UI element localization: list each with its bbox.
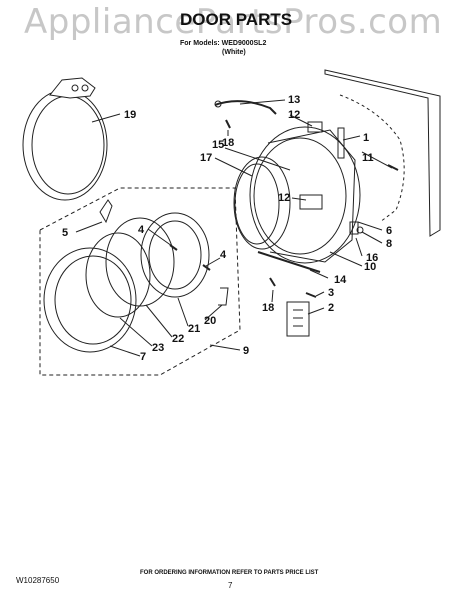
callout-17: 17 xyxy=(200,152,212,164)
part-22-glass xyxy=(105,217,175,307)
callout-3: 3 xyxy=(328,287,334,299)
callout-10: 10 xyxy=(364,261,376,273)
callout-18-bottom: 18 xyxy=(262,302,274,314)
callout-18-top: 18 xyxy=(222,137,234,149)
part-1-bracket xyxy=(337,127,345,159)
color-line: (White) xyxy=(222,49,246,56)
cabinet-front-panel xyxy=(324,69,441,237)
part-18-screw-top xyxy=(225,119,231,129)
document-number: W10287650 xyxy=(16,576,60,585)
part-3-screw xyxy=(305,292,317,298)
callout-19: 19 xyxy=(124,109,136,121)
callout-13: 13 xyxy=(288,94,300,106)
callout-23: 23 xyxy=(152,342,164,354)
part-20-clip xyxy=(218,287,229,306)
callout-12-top: 12 xyxy=(288,109,300,121)
part-23-glass-ring xyxy=(85,232,151,318)
callout-16: 16 xyxy=(366,252,378,264)
door-inner-frame xyxy=(233,126,364,264)
part-7-outer-door-ring xyxy=(43,247,137,353)
leader-lines xyxy=(75,99,393,357)
callout-2: 2 xyxy=(328,302,334,314)
callout-7: 7 xyxy=(140,351,146,363)
callout-labels: 19 13 18 12 1 11 17 15 12 5 4 4 6 8 16 1… xyxy=(62,94,392,363)
part-11-screw xyxy=(387,164,399,171)
part-4-screws xyxy=(169,244,211,271)
part-13-hinge-strap xyxy=(214,100,277,115)
part-2-hinge xyxy=(286,301,310,337)
ordering-info: FOR ORDERING INFORMATION REFER TO PARTS … xyxy=(140,570,319,576)
part-21-inner-ring xyxy=(140,212,210,298)
part-14-rod xyxy=(257,251,321,273)
callout-12-middle: 12 xyxy=(278,192,290,204)
callout-22: 22 xyxy=(172,333,184,345)
callout-5: 5 xyxy=(62,227,68,239)
callout-9: 9 xyxy=(243,345,249,357)
part-18-screw-bottom xyxy=(269,277,276,287)
page-title: DOOR PARTS xyxy=(180,10,293,29)
watermark: AppliancePartsPros.com xyxy=(24,2,443,42)
callout-14: 14 xyxy=(334,274,347,286)
callout-8: 8 xyxy=(386,238,392,250)
part-5-latch xyxy=(99,199,113,224)
callout-1: 1 xyxy=(363,132,369,144)
callout-4-left: 4 xyxy=(138,224,145,236)
callout-15: 15 xyxy=(212,139,224,151)
callout-11: 11 xyxy=(362,152,374,164)
callout-6: 6 xyxy=(386,225,392,237)
callout-21: 21 xyxy=(188,323,200,335)
model-line: For Models: WED9000SL2 xyxy=(180,40,267,47)
callout-20: 20 xyxy=(204,315,216,327)
part-19-door-ring xyxy=(22,77,108,201)
page-number: 7 xyxy=(228,581,233,590)
callout-4-right: 4 xyxy=(220,249,227,261)
